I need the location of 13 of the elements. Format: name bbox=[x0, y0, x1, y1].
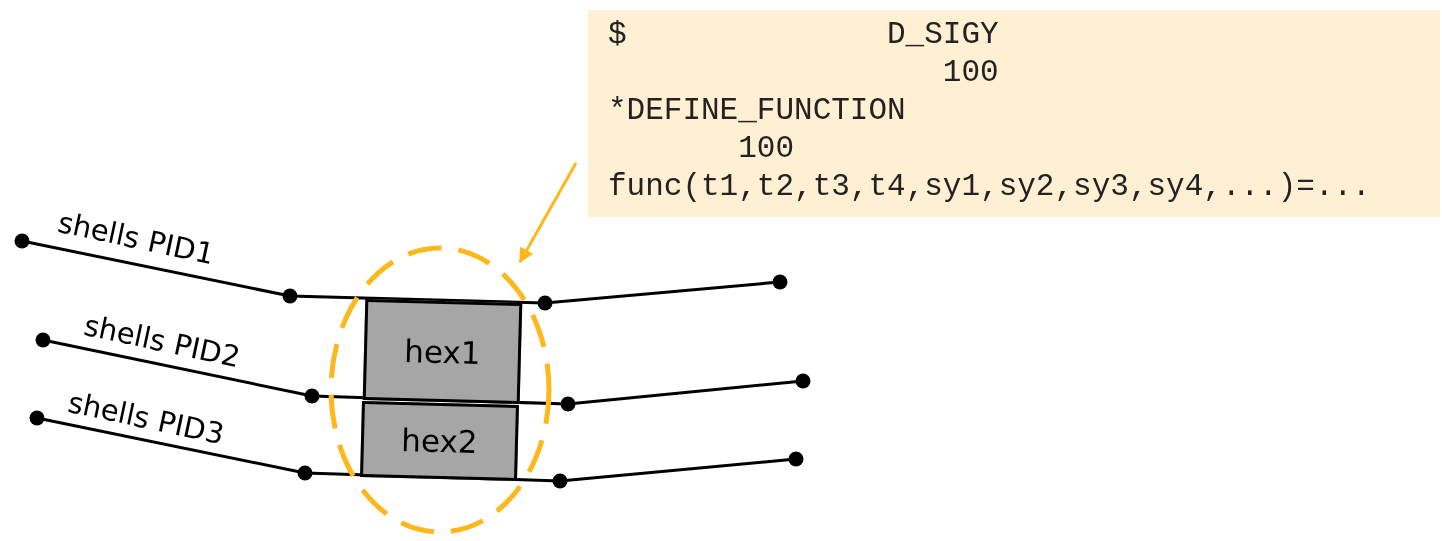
code-text: 100 bbox=[942, 54, 999, 92]
code-text: func(t1,t2,t3,t4,sy1,sy2,sy3,sy4,...)=... bbox=[608, 168, 1371, 206]
leader-arrow bbox=[518, 162, 578, 264]
code-text: $ bbox=[608, 16, 627, 54]
code-text: D_SIGY bbox=[887, 16, 999, 54]
shell-label: shells PID3 bbox=[64, 385, 228, 452]
hex-element: hex1 bbox=[362, 298, 523, 405]
shell-label: shells PID2 bbox=[80, 308, 244, 375]
code-panel bbox=[588, 10, 1440, 217]
code-text: 100 bbox=[738, 130, 794, 168]
hex-element: hex2 bbox=[360, 400, 519, 482]
code-text: *DEFINE_FUNCTION bbox=[608, 92, 906, 130]
shell-label: shells PID1 bbox=[54, 205, 218, 272]
